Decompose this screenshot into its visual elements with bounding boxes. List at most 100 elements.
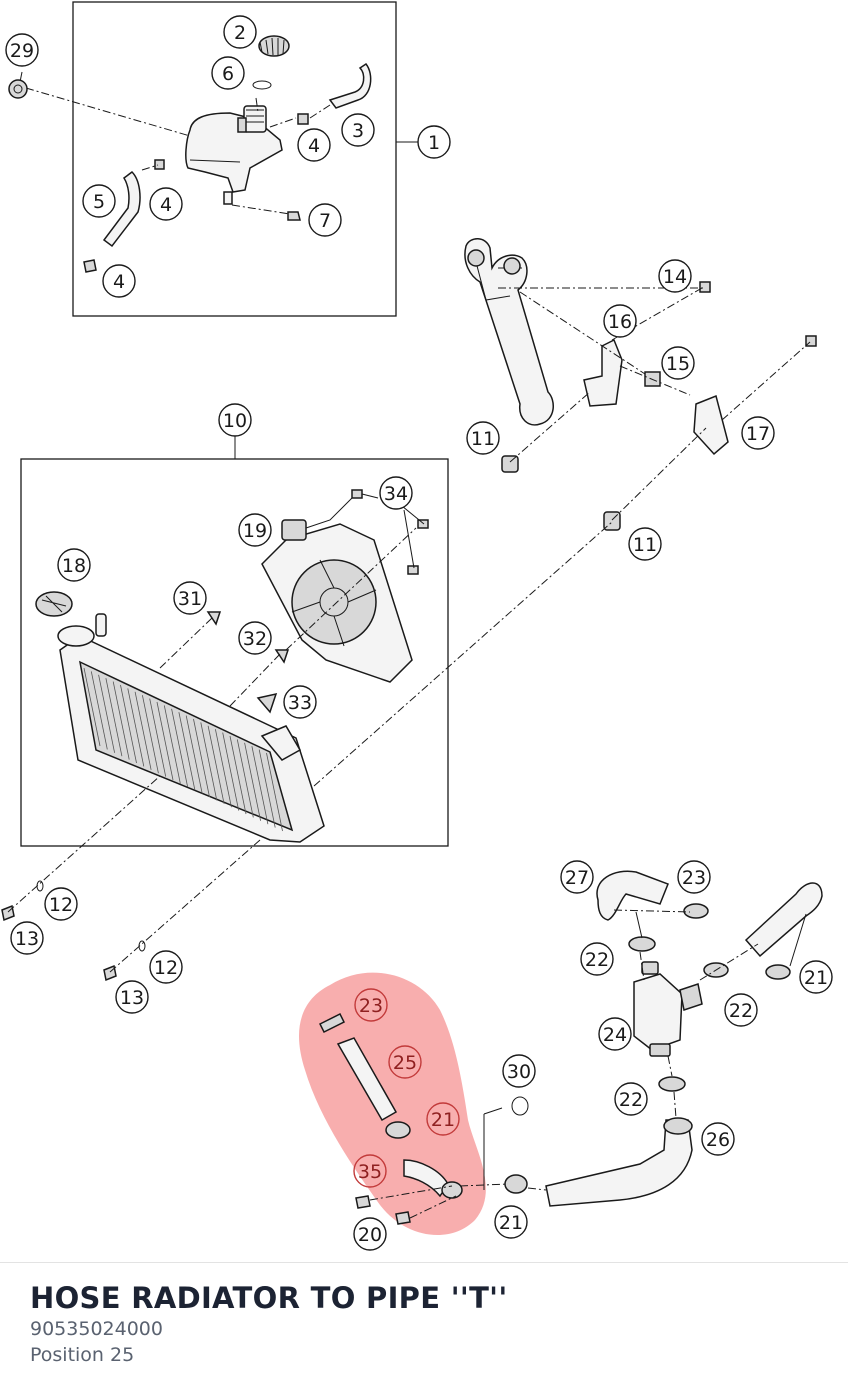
screw-32-drawing [274,649,290,664]
callout-11b: 11 [628,527,662,561]
callout-3: 3 [341,113,375,147]
hose-25-assembly-drawing [318,1012,509,1225]
svg-text:21: 21 [804,967,828,989]
svg-text:19: 19 [243,520,267,542]
callout-27: 27 [560,860,594,894]
callout-29: 29 [5,33,39,67]
callout-5: 5 [82,184,116,218]
svg-text:4: 4 [308,135,320,157]
svg-text:20: 20 [358,1224,382,1246]
pipe-35-drawing [403,1159,449,1198]
svg-text:13: 13 [15,928,39,950]
callout-20: 20 [353,1217,387,1251]
clip-34a-drawing [351,489,363,499]
svg-text:4: 4 [160,194,172,216]
svg-text:21: 21 [499,1212,523,1234]
svg-text:12: 12 [154,957,178,979]
svg-text:17: 17 [746,423,770,445]
callout-7: 7 [308,203,342,237]
svg-text:33: 33 [288,692,312,714]
callout-26: 26 [701,1122,735,1156]
callout-21c: 21 [494,1205,528,1239]
callout-30: 30 [502,1054,536,1088]
part-position: Position 25 [30,1344,135,1366]
callout-13b: 13 [115,980,149,1014]
callout-35: 35 [353,1154,387,1188]
svg-text:5: 5 [93,191,105,213]
callout-6: 6 [211,56,245,90]
callout-21b: 21 [426,1102,460,1136]
hose-27-drawing [596,870,669,921]
callout-24: 24 [598,1017,632,1051]
callout-31: 31 [173,581,207,615]
o-ring-drawing [252,80,272,90]
svg-text:11: 11 [633,534,657,556]
radiator-group [20,436,613,847]
callout-11a: 11 [466,421,500,455]
svg-text:18: 18 [62,555,86,577]
svg-text:22: 22 [619,1089,643,1111]
callout-4c: 4 [102,264,136,298]
callout-17: 17 [741,416,775,450]
callout-22c: 22 [614,1082,648,1116]
part-title: HOSE RADIATOR TO PIPE ''T'' [30,1281,508,1315]
callout-34: 34 [379,476,413,510]
clamp-4b-drawing [154,159,165,170]
cooling-fan-drawing [261,493,413,683]
svg-text:29: 29 [10,40,34,62]
callout-23b: 23 [354,988,388,1022]
svg-text:3: 3 [352,120,364,142]
hose-3-drawing [328,62,372,109]
callout-22b: 22 [724,993,758,1027]
svg-text:23: 23 [359,995,383,1017]
svg-text:14: 14 [663,266,687,288]
svg-text:11: 11 [471,428,495,450]
svg-text:13: 13 [120,987,144,1009]
radiator-bracket-group [464,238,817,531]
hose-5-drawing [102,171,141,248]
clamp-23b-drawing [318,1012,346,1034]
svg-text:4: 4 [113,271,125,293]
svg-text:10: 10 [223,410,247,432]
clip-34b-drawing [417,519,429,529]
svg-text:6: 6 [222,63,234,85]
svg-text:26: 26 [706,1129,730,1151]
screw-20b-drawing [395,1211,411,1225]
exploded-parts-diagram: 2926341547414161517111034191118313233121… [1,1,833,1251]
svg-text:21: 21 [431,1109,455,1131]
callout-4b: 4 [149,187,183,221]
callout-21a: 21 [799,960,833,994]
part-info-panel: HOSE RADIATOR TO PIPE ''T'' 90535024000 … [0,1262,848,1391]
bolt-14-drawing [699,281,711,293]
svg-text:15: 15 [666,353,690,375]
thermostat-24-drawing [633,961,703,1057]
callout-1: 1 [417,125,451,159]
clamp-22a-drawing [628,936,656,952]
clamp-21b-drawing [385,1121,411,1139]
expansion-tank-drawing [185,105,283,205]
callout-33: 33 [283,685,317,719]
clamp-21a-drawing [765,964,791,980]
callout-2: 2 [223,15,257,49]
callout-4a: 4 [297,128,331,162]
svg-text:23: 23 [682,867,706,889]
svg-text:16: 16 [608,311,632,333]
svg-text:1: 1 [428,132,440,154]
clamp-4a-drawing [297,113,309,125]
grommet-29-drawing [8,79,28,99]
screw-7-drawing [287,211,301,221]
svg-text:34: 34 [384,483,408,505]
svg-text:22: 22 [729,1000,753,1022]
svg-text:27: 27 [565,867,589,889]
radiator-cap-18-drawing [35,591,73,617]
damper-11a-drawing [501,455,519,473]
svg-text:25: 25 [393,1052,417,1074]
svg-text:32: 32 [243,628,267,650]
selected-assembly-highlight [298,972,486,1236]
clip-34c-drawing [407,565,419,575]
svg-text:2: 2 [234,22,246,44]
o-ring-30-drawing [511,1096,529,1116]
part-number: 90535024000 [30,1318,163,1340]
screw-20a-drawing [355,1195,371,1209]
